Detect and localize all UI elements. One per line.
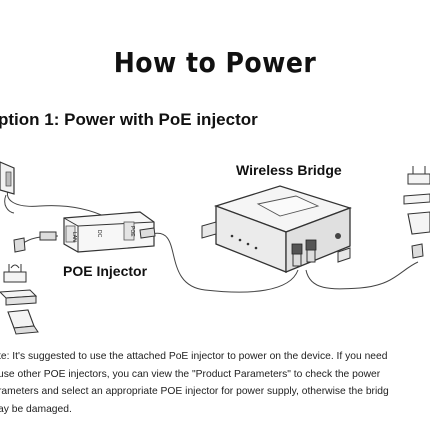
wireless-bridge-label: Wireless Bridge [236,162,342,178]
power-adapter-icon [0,161,15,195]
rj45-plug-icon-right [411,243,424,259]
switch-icon [0,289,38,306]
cable-adapter-to-injector [6,189,109,219]
note-line: use other POE injectors, you can view th… [0,368,381,380]
note-text: te: It's suggested to use the attached P… [0,348,430,418]
note-line: rameters and select an appropriate POE i… [0,386,389,397]
cable-bridge-to-right [305,261,419,290]
section-heading: ption 1: Power with PoE injector [0,110,258,129]
note-line: te: It's suggested to use the attached P… [0,351,388,362]
poe-injector-label: POE Injector [63,263,148,279]
rj45-plug-icon [13,227,156,253]
note-line: ay be damaged. [0,403,72,415]
poe-injector-icon [63,211,155,253]
laptop-icon-right [407,211,430,235]
cable-injector-poe-to-bridge [151,232,299,293]
wireless-bridge-icon [201,185,352,273]
cables [4,189,419,293]
laptop-icon [7,309,39,335]
injector-port-dc: DC [96,230,102,238]
page-title: How to Power [113,46,317,79]
switch-icon-right [403,193,430,205]
injector-port-lan: LAN [71,232,77,242]
injector-port-poe: POE [129,226,135,237]
cable-adapter-lower [4,194,15,214]
router-icon [3,264,27,283]
rj45-plug-icon-bridge [292,249,316,267]
router-icon-right [407,166,430,185]
